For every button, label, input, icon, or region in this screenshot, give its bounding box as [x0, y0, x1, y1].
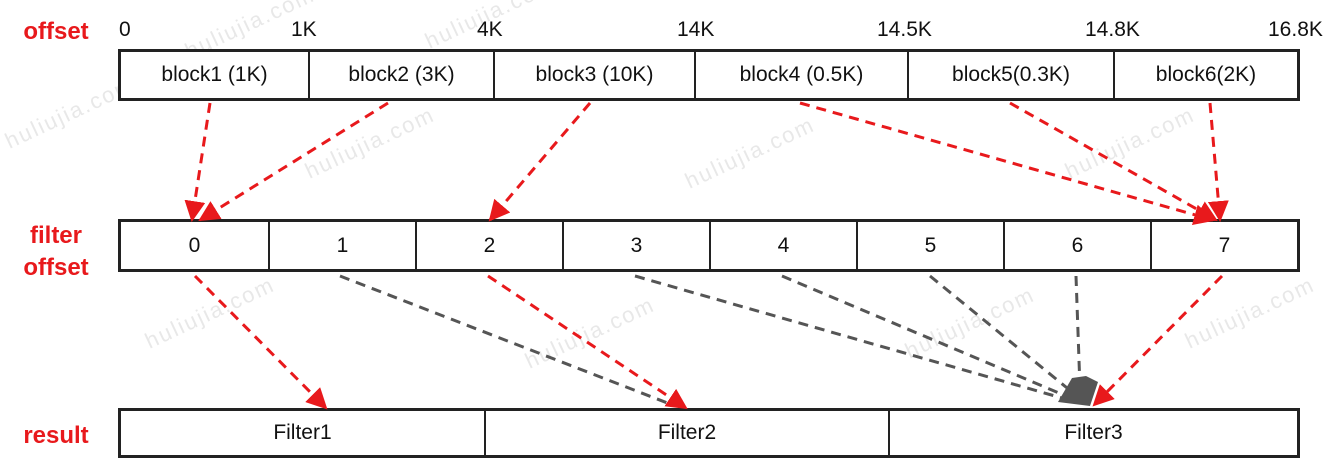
- filter-offset-cell: 7: [1150, 222, 1297, 269]
- result-cell: Filter2: [484, 411, 888, 455]
- result-cell: Filter1: [273, 421, 332, 444]
- filter-offset-cell: 2: [415, 222, 562, 269]
- block3-to-filter2-arrow: [488, 102, 592, 222]
- block-cell: block6(2K): [1113, 52, 1297, 98]
- block1-to-filter0-arrow: [184, 102, 212, 223]
- filter2-to-filter2-arrow: [487, 274, 688, 410]
- filter3-gray-arrowheads: [1058, 376, 1098, 406]
- block-cell: block3 (10K): [493, 52, 694, 98]
- filter5-to-filter3-arrow: [929, 274, 1073, 394]
- filter-offset-cell: 0: [188, 233, 201, 257]
- filter-offset-cell: 6: [1003, 222, 1150, 269]
- offset-tick: 14.8K: [1085, 18, 1140, 41]
- filter-offset-row-label: filter offset: [10, 218, 102, 286]
- block-cell: block2 (3K): [308, 52, 493, 98]
- offset-tick: 4K: [477, 18, 503, 41]
- filter-offset-cell: 3: [562, 222, 709, 269]
- filter-offset-cell: 1: [268, 222, 415, 269]
- block4-to-filter7-arrow: [799, 101, 1216, 225]
- filter-offset-row: 0 1 2 3 4 5 6 7: [118, 219, 1300, 272]
- offset-tick: 16.8K: [1268, 18, 1323, 41]
- block-cell: block1 (1K): [161, 63, 268, 86]
- result-row: Filter1 Filter2 Filter3: [118, 408, 1300, 458]
- filter-offset-cell: 4: [709, 222, 856, 269]
- filter0-to-filter1-arrow: [193, 274, 328, 410]
- block5-to-filter7-arrow: [1009, 101, 1218, 222]
- block2-to-filter0-arrow: [198, 101, 389, 222]
- block-cell: block5(0.3K): [907, 52, 1113, 98]
- block-row: block1 (1K) block2 (3K) block3 (10K) blo…: [118, 49, 1300, 101]
- offset-tick: 14.5K: [877, 18, 932, 41]
- filter3-to-filter3-arrow: [634, 274, 1063, 400]
- filter-offset-label-line2: offset: [23, 254, 89, 281]
- filter1-to-filter2-arrow: [339, 274, 671, 406]
- offset-tick: 14K: [677, 18, 715, 41]
- result-cell: Filter3: [888, 411, 1297, 455]
- block6-to-filter7-arrow: [1207, 102, 1229, 223]
- filter-offset-label-line1: filter: [29, 222, 82, 249]
- block-cell: block4 (0.5K): [694, 52, 907, 98]
- filter7-to-filter3-arrow: [1092, 274, 1224, 407]
- offset-tick: 0: [119, 18, 131, 41]
- filter6-to-filter3-arrow: [1074, 275, 1082, 389]
- result-row-label: result: [23, 422, 89, 449]
- filter-offset-cell: 5: [856, 222, 1003, 269]
- offset-row-label: offset: [23, 18, 89, 45]
- offset-tick: 1K: [291, 18, 317, 41]
- filter4-to-filter3-arrow: [781, 274, 1067, 398]
